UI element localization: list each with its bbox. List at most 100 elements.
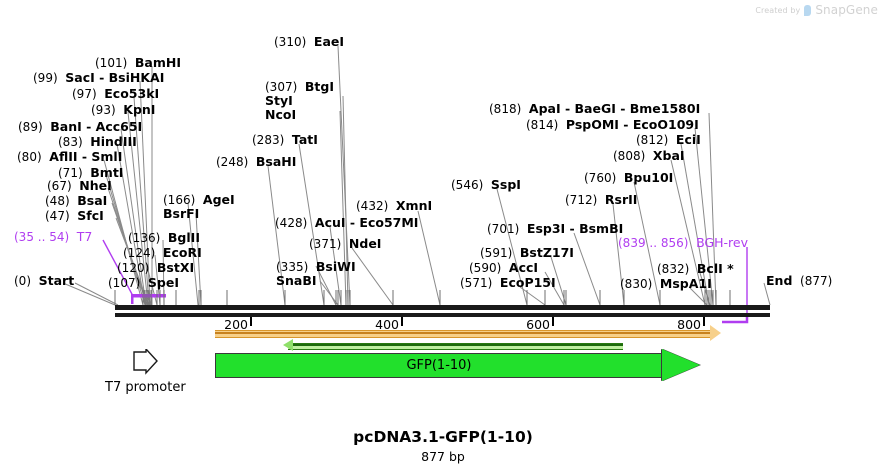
cmv-promoter-track[interactable] — [215, 330, 713, 338]
enzyme-site-label[interactable]: (99) SacI - BsiHKAI — [33, 71, 164, 86]
gfp-cds-track[interactable] — [215, 353, 663, 378]
enzyme-position: (47) — [45, 209, 78, 223]
enzyme-site-label[interactable]: (812) EciI — [636, 132, 701, 148]
enzyme-name: EciI — [675, 132, 701, 147]
enzyme-site-label[interactable]: (283) TatI — [252, 133, 318, 148]
enzyme-name: AcuI - Eco57MI — [314, 215, 419, 230]
enzyme-position: (432) — [356, 199, 396, 213]
enzyme-position: (248) — [216, 155, 256, 169]
enzyme-site-label[interactable]: (814) PspOMI - EcoO109I — [526, 117, 699, 133]
enzyme-position: (371) — [309, 237, 349, 251]
enzyme-position: (428) — [275, 216, 315, 230]
ruler-tick — [250, 317, 252, 326]
enzyme-site-label[interactable]: (107) SpeI — [108, 276, 179, 291]
enzyme-site-label[interactable]: (371) NdeI — [309, 237, 381, 252]
enzyme-name: AccI — [508, 260, 539, 275]
enzyme-site-label[interactable]: (546) SspI — [451, 177, 521, 193]
enzyme-name: NcoI — [265, 107, 297, 122]
enzyme-name: BamHI — [134, 55, 182, 70]
terminus-name: Start — [38, 273, 75, 288]
enzyme-position: (760) — [584, 171, 624, 185]
enzyme-position: (818) — [489, 102, 529, 116]
enzyme-name: BsrFI — [163, 206, 200, 221]
enzyme-site-label[interactable]: (701) Esp3I - BsmBI — [487, 221, 624, 237]
enzyme-name: SspI — [490, 177, 521, 192]
enzyme-site-label[interactable]: (101) BamHI — [95, 55, 182, 71]
enzyme-site-label[interactable]: (571) EcoP15I — [460, 276, 556, 291]
enzyme-site-label[interactable]: (93) KpnI — [91, 102, 156, 118]
enzyme-site-label[interactable]: (83) HindIII — [58, 135, 137, 150]
enzyme-name: BmtI — [90, 165, 124, 180]
enzyme-site-label[interactable]: (124) EcoRI — [123, 245, 202, 261]
ruler-label: 800 — [677, 317, 701, 332]
enzyme-name: KpnI — [123, 102, 156, 117]
enzyme-name: PspOMI - EcoO109I — [565, 117, 699, 132]
enzyme-name: EcoRI — [162, 245, 202, 260]
t7-promoter-arrow-icon[interactable] — [130, 349, 160, 375]
map-length-label: 877 bp — [421, 449, 465, 464]
enzyme-site-label[interactable]: (818) ApaI - BaeGI - Bme1580I — [489, 101, 701, 117]
enzyme-site-label[interactable]: (832) BclI * — [657, 262, 734, 277]
enzyme-site-label[interactable]: (80) AflII - SmlI — [17, 149, 123, 165]
enzyme-site-label[interactable]: (808) XbaI — [613, 149, 685, 164]
enzyme-site-label[interactable]: (71) BmtI — [58, 165, 124, 181]
t7-promoter-label: T7 promoter — [105, 380, 186, 395]
enzyme-site-label[interactable]: (590) AccI — [469, 260, 539, 276]
enzyme-position: (283) — [252, 133, 292, 147]
enzyme-name: BstXI — [156, 260, 195, 275]
enzyme-position: (99) — [33, 71, 66, 85]
enzyme-site-label[interactable]: (830) MspA1I — [620, 277, 712, 292]
enzyme-position: (93) — [91, 103, 124, 117]
ruler-label: 400 — [375, 317, 399, 332]
enzyme-site-label[interactable]: (248) BsaHI — [216, 155, 296, 170]
enzyme-site-label[interactable]: (310) EaeI — [274, 35, 344, 50]
sequence-feature-label[interactable]: (839 .. 856) BGH-rev — [618, 236, 748, 251]
enzyme-position: (832) — [657, 262, 697, 276]
enzyme-name: Esp3I - BsmBI — [526, 221, 624, 236]
enzyme-site-label[interactable]: (89) BanI - Acc65I — [18, 119, 143, 135]
enzyme-name: AgeI — [202, 192, 235, 207]
enzyme-site-label[interactable]: (120) BstXI — [117, 260, 195, 276]
enzyme-position: (120) — [117, 261, 157, 275]
enzyme-position: (571) — [460, 276, 500, 290]
enzyme-site-label[interactable]: (712) RsrII — [565, 192, 638, 208]
enzyme-position: (83) — [58, 135, 91, 149]
enzyme-site-label[interactable]: (760) Bpu10I — [584, 171, 673, 186]
cmv-promoter-arrowhead — [710, 325, 721, 341]
enzyme-site-label[interactable]: (428) AcuI - Eco57MI — [275, 215, 419, 231]
enzyme-name: BsaI — [77, 193, 108, 208]
enzyme-site-label[interactable]: (48) BsaI — [45, 193, 108, 209]
terminus-name: End — [766, 273, 793, 288]
enzyme-site-label[interactable]: (97) Eco53kI — [72, 87, 159, 102]
enzyme-name: BanI - Acc65I — [50, 119, 143, 134]
primer-track[interactable] — [288, 343, 623, 350]
enzyme-name: BstZ17I — [519, 245, 574, 260]
enzyme-position: (812) — [636, 133, 676, 147]
enzyme-position: (89) — [18, 120, 51, 134]
enzyme-name: RsrII — [604, 192, 638, 207]
gfp-cds-label: GFP(1-10) — [406, 358, 472, 373]
t7-feature-bar — [133, 294, 166, 298]
enzyme-position: (97) — [72, 87, 105, 101]
gfp-cds-arrowhead — [662, 349, 700, 381]
terminus-position: (877) — [792, 274, 833, 288]
enzyme-name: AflII - SmlI — [49, 149, 123, 164]
enzyme-site-label[interactable]: (67) NheI — [47, 179, 112, 194]
enzyme-position: (166) — [163, 193, 203, 207]
enzyme-site-label[interactable]: (591) BstZ17I — [480, 245, 574, 261]
enzyme-name: SnaBI — [276, 273, 317, 288]
sequence-feature-label[interactable]: (35 .. 54) T7 — [14, 230, 92, 245]
enzyme-site-label[interactable]: (432) XmnI — [356, 199, 432, 214]
enzyme-site-label[interactable]: (136) BglII — [128, 231, 200, 246]
enzyme-site-label[interactable]: (47) SfcI — [45, 209, 104, 224]
watermark-brand-label: SnapGene — [815, 3, 878, 17]
ruler-label: 200 — [224, 317, 248, 332]
snapgene-watermark: Created by SnapGene — [755, 3, 878, 17]
enzyme-name: ApaI - BaeGI - Bme1580I — [528, 101, 701, 116]
enzyme-position: (101) — [95, 56, 135, 70]
watermark-created-by-label: Created by — [755, 5, 801, 15]
